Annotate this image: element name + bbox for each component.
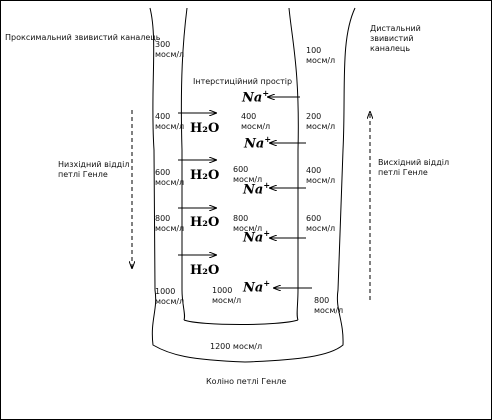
water-label: H₂O	[190, 263, 220, 278]
water-label: H₂O	[190, 121, 220, 136]
water-label: H₂O	[190, 215, 220, 230]
tubule-inner-wall-descending	[180, 7, 188, 321]
conc-ascending-1: 200 мосм/л	[306, 112, 336, 131]
loop-bend-label: Коліно петлі Генле	[206, 377, 287, 386]
tubule-outer-wall	[149, 7, 356, 363]
conc-ascending-4: 800 мосм/л	[314, 296, 344, 315]
tubule-inner-bend	[183, 319, 299, 325]
proximal-tubule-label: Проксимальний звивистий каналець	[5, 33, 161, 42]
interstitium-label: Інтерстиційний простір	[193, 77, 293, 86]
conc-interstitium-1: 400 мосм/л	[241, 112, 271, 131]
conc-interstitium-2: 600 мосм/л	[233, 165, 263, 184]
conc-descending-4: 1000 мосм/л	[155, 287, 185, 306]
conc-ascending-2: 400 мосм/л	[306, 166, 336, 185]
conc-descending-top: 300 мосм/л	[155, 40, 185, 59]
water-label: H₂O	[190, 168, 220, 183]
sodium-label: Na+	[244, 134, 272, 152]
ascending-limb-label: Висхідний відділ петлі Генле	[378, 158, 450, 177]
distal-tubule-label: Дистальний звивистий каналець	[370, 24, 421, 53]
sodium-label: Na+	[243, 278, 271, 296]
conc-loop-bend: 1200 мосм/л	[210, 342, 263, 351]
sodium-label: Na+	[243, 180, 271, 198]
conc-descending-3: 800 мосм/л	[155, 214, 185, 233]
conc-ascending-3: 600 мосм/л	[306, 214, 336, 233]
sodium-label: Na+	[243, 228, 271, 246]
descending-limb-label: Низхідний відділ петлі Генле	[58, 160, 130, 179]
conc-interstitium-3: 800 мосм/л	[233, 214, 263, 233]
conc-descending-2: 600 мосм/л	[155, 168, 185, 187]
conc-ascending-top: 100 мосм/л	[306, 46, 336, 65]
sodium-label: Na+	[242, 88, 270, 106]
conc-descending-1: 400 мосм/л	[155, 112, 185, 131]
tubule-inner-wall-ascending	[288, 7, 299, 321]
conc-interstitium-4: 1000 мосм/л	[212, 286, 242, 305]
